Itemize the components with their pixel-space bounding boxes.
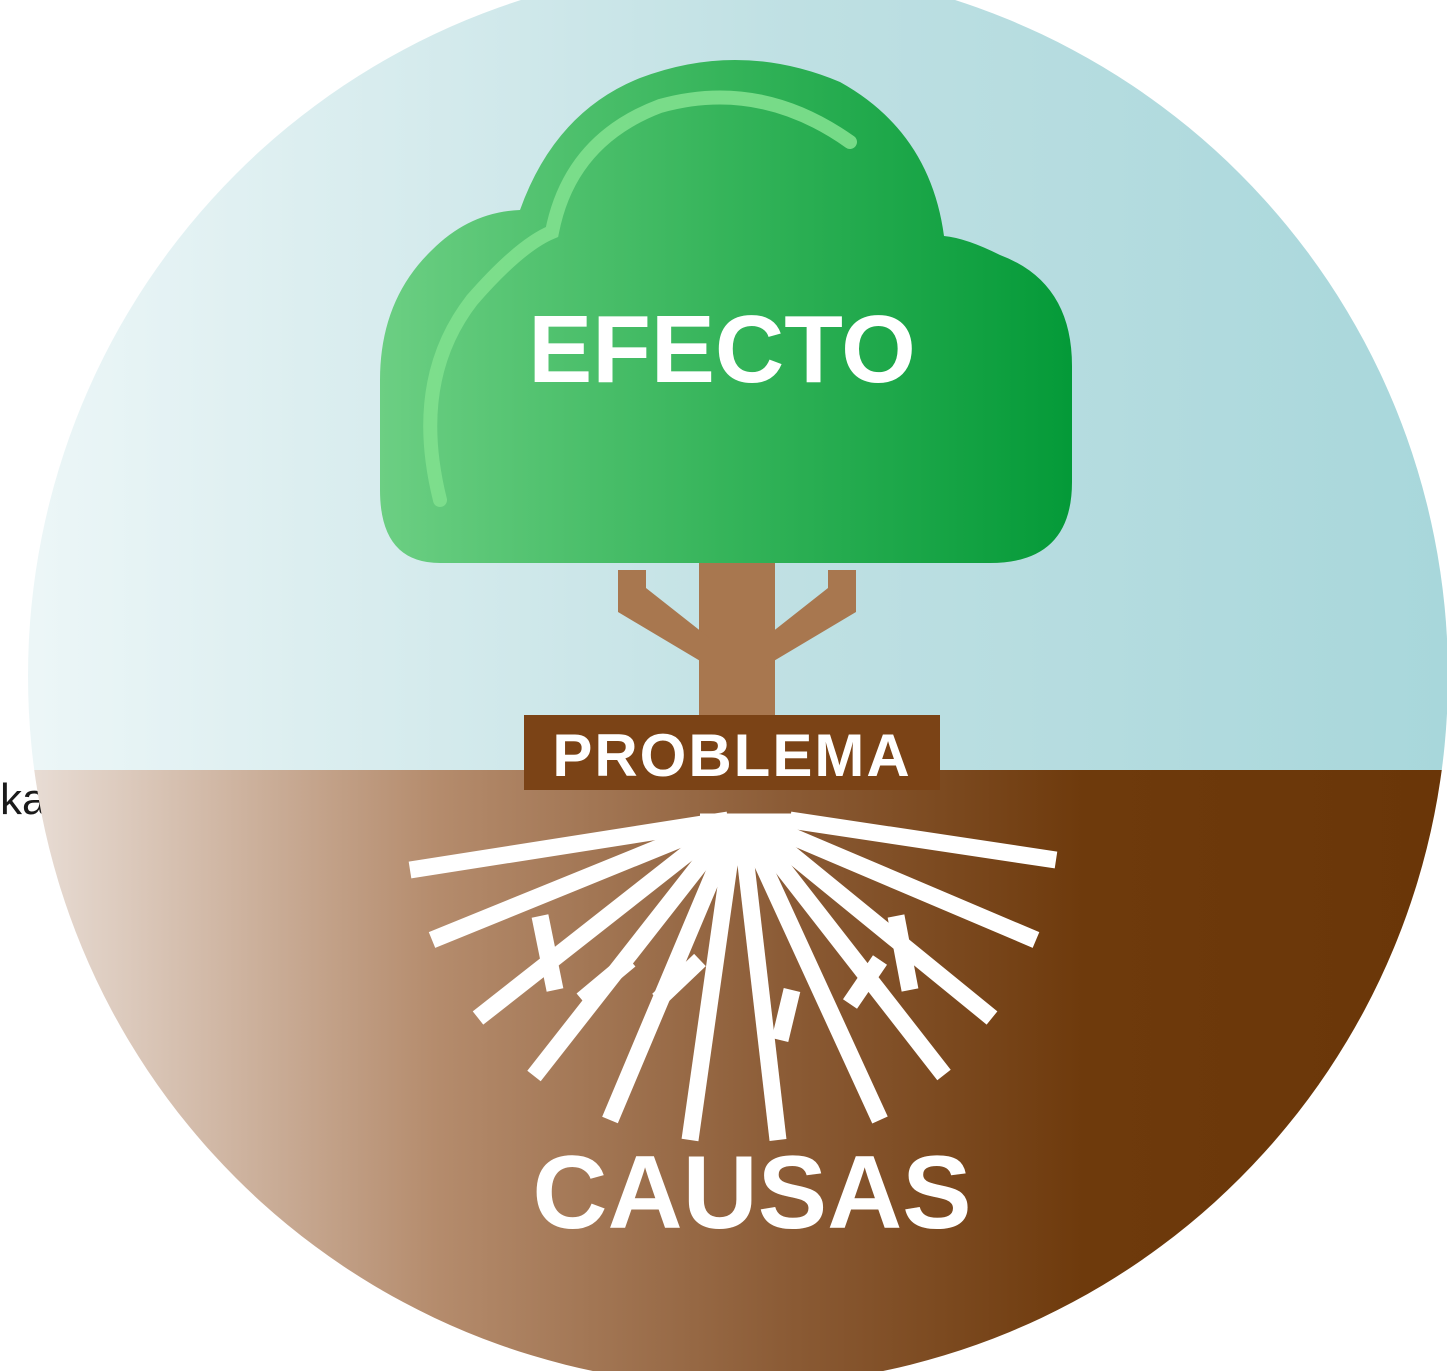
tree-trunk (618, 548, 856, 720)
problem-label: PROBLEMA (552, 722, 911, 789)
effect-label: EFECTO (528, 296, 916, 403)
tree-canopy (380, 59, 1072, 563)
problem-box (524, 715, 940, 790)
causes-label: CAUSAS (532, 1135, 971, 1251)
canopy-highlight (423, 90, 857, 507)
tree-roots (408, 811, 1058, 1142)
